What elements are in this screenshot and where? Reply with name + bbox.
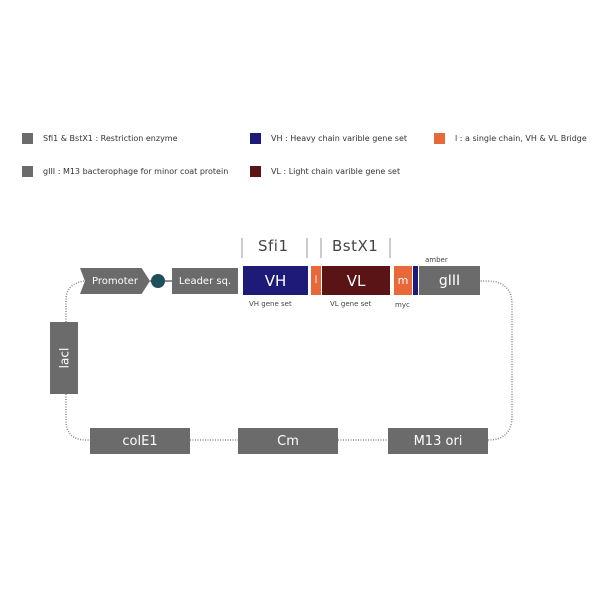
myc-label: myc [395,301,410,309]
sfi1-label: Sfi1 [258,237,289,255]
backbone-right [480,280,513,441]
legend-item-g3: gIII : M13 bacterophage for minor coat p… [22,164,228,178]
vh-gene-set-label: VH gene set [249,300,292,308]
cole1-label: colE1 [122,433,158,449]
legend-swatch-vh [250,132,261,144]
legend-item-vl: VL : Light chain varible gene set [250,164,400,178]
legend-text: gIII : M13 bacterophage for minor coat p… [43,166,229,176]
myc-block: m [394,266,412,295]
lacl-label: lacl [57,347,71,369]
amber-block [413,266,418,295]
legend-text: VL : Light chain varible gene set [271,166,401,176]
promoter-block: Promoter [80,268,150,294]
promoter-dot [151,274,165,288]
legend-text: VH : Heavy chain varible gene set [271,133,408,143]
g3-block: gIII [419,266,480,295]
backbone-left-bottom [65,394,90,441]
linker-label: l [314,275,318,286]
m13-ori-label: M13 ori [413,433,463,449]
legend-item-vh: VH : Heavy chain varible gene set [250,131,407,145]
g3-label: gIII [438,272,461,289]
vl-label: VL [346,271,366,290]
legend-text: Sfi1 & BstX1 : Restriction enzyme [43,133,178,143]
legend-swatch-linker [434,132,445,144]
legend-swatch-gray [22,165,33,177]
cole1-block: colE1 [90,428,190,454]
legend-text: l : a single chain, VH & VL Bridge [455,133,587,143]
vh-block: VH [243,266,308,295]
m13-ori-block: M13 ori [388,428,488,454]
legend-item-linker: l : a single chain, VH & VL Bridge [434,131,587,145]
bstx1-label: BstX1 [332,237,379,255]
legend-swatch-gray [22,132,33,144]
legend-swatch-vl [250,165,261,177]
vl-block: VL [322,266,390,295]
lacl-block: lacl [50,322,78,394]
promoter-label: Promoter [92,275,138,287]
leader-label: Leader sq. [178,275,232,287]
vl-gene-set-label: VL gene set [330,300,372,308]
vh-label: VH [264,271,287,290]
myc-block-label: m [397,274,409,287]
legend-item-restriction-enzyme: Sfi1 & BstX1 : Restriction enzyme [22,131,178,145]
leader-block: Leader sq. [172,268,238,294]
amber-label: amber [425,256,448,264]
linker-block: l [311,266,321,295]
backbone-left-top [65,280,85,322]
cm-label: Cm [277,433,299,449]
cm-block: Cm [238,428,338,454]
